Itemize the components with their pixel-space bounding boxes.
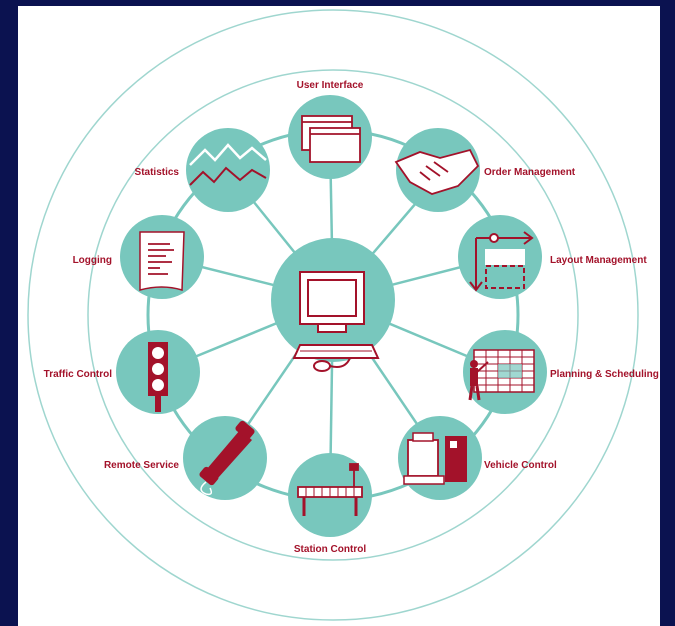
node-traffic-control: Traffic Control [44, 330, 200, 414]
telephone-icon [199, 420, 255, 496]
label-user-interface: User Interface [297, 80, 364, 91]
handshake-icon [394, 148, 480, 195]
schedule-board-icon [468, 349, 535, 401]
node-order-management: Order Management [394, 128, 576, 212]
node-vehicle-control: Vehicle Control [398, 416, 557, 500]
layout-plan-icon [469, 231, 534, 292]
center-node [271, 238, 395, 372]
label-vehicle-control: Vehicle Control [484, 460, 557, 471]
label-layout-management: Layout Management [550, 255, 647, 266]
outer-ring [27, 9, 639, 621]
node-remote-service: Remote Service [104, 416, 267, 500]
traffic-light-icon [148, 342, 168, 412]
document-icon [139, 231, 185, 291]
node-station-control: Station Control [288, 453, 372, 555]
label-statistics: Statistics [135, 167, 180, 178]
label-remote-service: Remote Service [104, 460, 179, 471]
diagram-panel: User Interface Order Management Layout M… [18, 6, 660, 626]
label-traffic-control: Traffic Control [44, 369, 113, 380]
vehicle-icon [403, 432, 467, 485]
conveyor-station-icon [297, 463, 363, 516]
node-logging: Logging [73, 215, 204, 299]
node-user-interface: User Interface [288, 80, 372, 179]
label-planning-scheduling: Planning & Scheduling [550, 369, 659, 380]
node-statistics: Statistics [135, 128, 270, 212]
computer-workstation-icon [292, 271, 380, 372]
label-logging: Logging [73, 255, 112, 266]
label-station-control: Station Control [294, 544, 366, 555]
node-layout-management: Layout Management [458, 215, 647, 299]
line-chart-icon [189, 143, 267, 186]
inner-ring [87, 69, 579, 561]
node-planning-scheduling: Planning & Scheduling [463, 330, 659, 414]
label-order-management: Order Management [484, 167, 576, 178]
windows-icon [301, 115, 361, 163]
